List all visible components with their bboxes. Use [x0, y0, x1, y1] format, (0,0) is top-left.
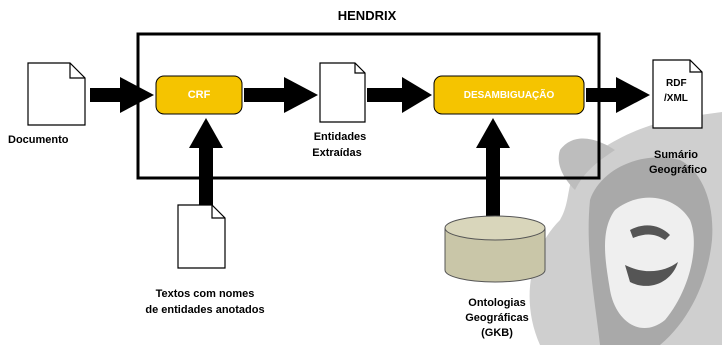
arrow-entities-to-disambiguation: [367, 77, 432, 113]
arrow-training-to-crf: [189, 118, 223, 210]
training-document-icon: [177, 204, 226, 269]
crf-label: CRF: [187, 89, 211, 101]
input-document-icon: [27, 62, 86, 126]
diagram-title: HENDRIX: [337, 8, 397, 23]
entities-document-icon: [319, 62, 366, 123]
summary-label-line1: Sumário: [653, 149, 699, 161]
disambiguation-label: DESAMBIGUAÇÃO: [463, 89, 555, 101]
entities-label-line1: Entidades: [313, 131, 367, 143]
portrait-watermark: [529, 112, 722, 345]
training-label-line2: de entidades anotados: [145, 304, 265, 316]
output-format-line1: RDF: [666, 78, 687, 89]
ontology-label-line3: (GKB): [481, 327, 513, 339]
entities-label-line2: Extraídas: [312, 147, 362, 159]
ontology-label-line2: Geográficas: [465, 312, 529, 324]
output-document-icon: [652, 59, 703, 129]
summary-label-line2: Geográfico: [648, 164, 708, 176]
ontology-label-line1: Ontologias: [468, 297, 526, 309]
disambiguation-box: [433, 75, 585, 115]
crf-box: [155, 75, 243, 115]
training-label-line1: Textos com nomes: [155, 288, 255, 300]
arrow-ontology-to-disambiguation: [476, 118, 510, 220]
arrow-doc-to-crf: [90, 77, 154, 113]
arrow-disambiguation-to-output: [586, 77, 650, 113]
output-format-line2: /XML: [664, 93, 688, 104]
input-document-label: Documento: [8, 134, 69, 146]
arrow-crf-to-entities: [244, 77, 318, 113]
database-icon: [444, 215, 546, 283]
hendrix-box: [136, 32, 601, 180]
